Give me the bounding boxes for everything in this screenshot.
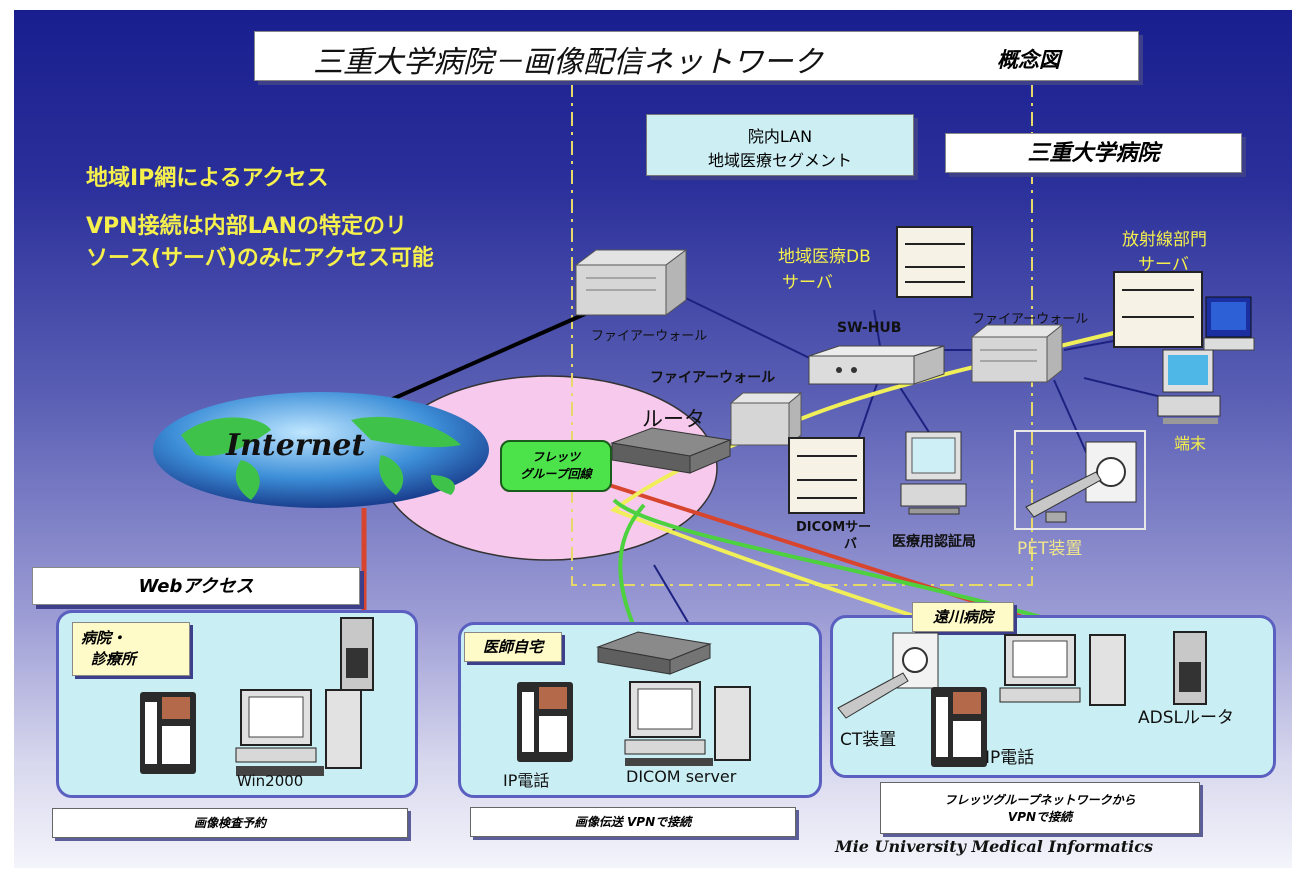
dicom-server-label-1: DICOMサー (796, 520, 872, 535)
hospital-label-box: 三重大学病院 (945, 133, 1242, 173)
firewall-3-label: ファイアーウォール (650, 370, 776, 386)
doctor-home-router-icon (596, 631, 712, 675)
web-access-caption-text: 画像検査予約 (193, 816, 266, 830)
remote-hospital-caption-line1: フレッツグループネットワークから (944, 793, 1136, 807)
web-access-header: Webアクセス (138, 576, 254, 597)
doctor-home-caption: 画像伝送 VPNで接続 (470, 807, 796, 837)
flets-label-1: フレッツ (531, 450, 580, 464)
radiology-server-icon (1113, 271, 1255, 351)
title-main: 三重大学病院－画像配信ネットワーク (313, 45, 823, 80)
web-access-header-box: Webアクセス (32, 567, 360, 605)
note-line-3: ソース(サーバ)のみにアクセス可能 (86, 246, 434, 271)
db-server-icon (896, 226, 973, 298)
hospital-boundary (571, 49, 1033, 586)
sw-hub-label: SW-HUB (837, 320, 902, 336)
lan-label-line1: 院内LAN (747, 127, 813, 146)
doctor-home-server-icon (624, 681, 751, 766)
doctor-home-server-label: DICOM server (626, 767, 737, 786)
firewall-2-label: ファイアーウォール (972, 312, 1089, 327)
flets-line-box: フレッツ グループ回線 (500, 440, 612, 492)
hospital-label: 三重大学病院 (1027, 141, 1160, 166)
clinic-modem-icon (340, 617, 374, 691)
radiology-server-label-2: サーバ (1138, 255, 1189, 275)
dicom-server-icon (788, 437, 865, 514)
clinic-tag-line2: 診療所 (91, 650, 137, 668)
radiology-server-label-1: 放射線部門 (1122, 230, 1207, 250)
clinic-ip-phone-icon (140, 692, 196, 774)
dicom-server-label-2: バ (844, 537, 858, 552)
firewall-1-label: ファイアーウォール (591, 329, 708, 344)
doctor-home-tag: 医師自宅 (464, 632, 562, 662)
note-line-1: 地域IP網によるアクセス (86, 166, 329, 191)
doctor-home-phone-icon (517, 682, 573, 762)
remote-hospital-tag-text: 遠川病院 (932, 608, 993, 626)
remote-pc-icon (999, 634, 1126, 706)
adsl-router-label: ADSLルータ (1138, 708, 1234, 728)
web-access-caption: 画像検査予約 (52, 808, 408, 838)
router-label: ルータ (642, 407, 705, 431)
router-icon (610, 427, 732, 474)
pet-device-icon (1025, 441, 1137, 523)
remote-hospital-caption: フレッツグループネットワークから VPNで接続 (880, 782, 1200, 834)
terminal-icon (1157, 349, 1221, 424)
internet-globe-icon (153, 392, 489, 508)
title-sub: 概念図 (997, 48, 1060, 72)
doctor-home-phone-label: IP電話 (503, 771, 550, 790)
firewall-2-icon (970, 323, 1064, 384)
ct-device-label: CT装置 (840, 730, 897, 750)
internet-label: Internet (226, 428, 366, 463)
pet-device-box (1014, 430, 1146, 530)
db-server-label-2: サーバ (782, 273, 833, 293)
firewall-1-icon (574, 249, 688, 316)
remote-phone-label: IP電話 (985, 748, 1035, 768)
db-server-label-1: 地域医療DB (778, 247, 871, 267)
cert-authority-icon (900, 431, 967, 515)
clinic-pc-icon (235, 689, 362, 776)
note-line-2: VPN接続は内部LANの特定のリ (86, 214, 408, 239)
lan-label-box: 院内LAN 地域医療セグメント (646, 114, 914, 176)
footer-credit: Mie University Medical Informatics (835, 837, 1153, 856)
remote-hospital-tag: 遠川病院 (912, 602, 1014, 632)
clinic-tag-line1: 病院・ (81, 629, 127, 647)
lan-label-line2: 地域医療セグメント (707, 151, 852, 170)
diagram-slide: 三重大学病院－画像配信ネットワーク 概念図 院内LAN 地域医療セグメント 三重… (14, 10, 1292, 868)
ct-device-icon (837, 632, 939, 719)
clinic-tag: 病院・ 診療所 (72, 622, 190, 676)
pet-label: PET装置 (1017, 539, 1083, 559)
flets-label-2: グループ回線 (520, 467, 592, 481)
doctor-home-tag-text: 医師自宅 (482, 638, 543, 656)
clinic-pc-label: Win2000 (237, 772, 304, 790)
remote-phone-icon (931, 687, 987, 767)
sw-hub-icon (808, 345, 945, 385)
remote-hospital-caption-line2: VPNで接続 (1007, 810, 1073, 824)
title-box: 三重大学病院－画像配信ネットワーク 概念図 (254, 31, 1139, 81)
terminal-label: 端末 (1174, 434, 1207, 453)
firewall-3-icon (729, 391, 803, 447)
cert-authority-label: 医療用認証局 (892, 534, 976, 550)
doctor-home-caption-text: 画像伝送 VPNで接続 (574, 815, 692, 829)
adsl-router-icon (1173, 631, 1207, 705)
